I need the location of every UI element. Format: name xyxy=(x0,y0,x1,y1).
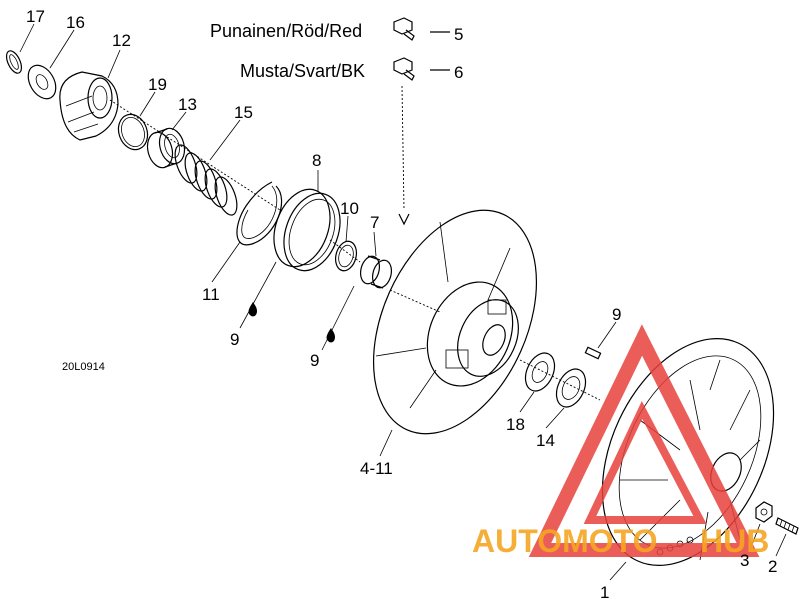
callout-13: 13 xyxy=(178,95,197,114)
callout-2: 2 xyxy=(768,557,777,576)
red-cap-icon xyxy=(393,17,415,41)
part-3-nut xyxy=(755,501,773,523)
part-17-ring xyxy=(5,50,23,74)
part-7-bushing xyxy=(359,255,393,289)
part-15-spring xyxy=(174,144,238,216)
part-2-screw xyxy=(775,517,799,535)
part-10-ring xyxy=(334,240,358,272)
callout-18: 18 xyxy=(506,415,525,434)
part-12-cam xyxy=(59,71,119,141)
callout-19: 19 xyxy=(148,75,167,94)
automotohub-watermark-logo xyxy=(528,324,760,557)
part-9-pin xyxy=(584,346,602,360)
oil-drop-icon xyxy=(326,328,335,343)
legend-red-number: 5 xyxy=(454,25,463,44)
callout-15: 15 xyxy=(234,103,253,122)
black-cap-icon xyxy=(393,57,415,81)
callout-10: 10 xyxy=(340,199,359,218)
part-8-band xyxy=(273,188,341,272)
callout-3: 3 xyxy=(740,551,749,570)
callout-12: 12 xyxy=(112,31,131,50)
legend-pointer-line xyxy=(401,85,405,211)
callout-9-middle: 9 xyxy=(310,351,319,370)
callout-8: 8 xyxy=(312,151,321,170)
watermark-text-left: AUTOMOTO xyxy=(472,523,657,559)
legend-black-number: 6 xyxy=(454,63,463,82)
legend-black-label: Musta/Svart/BK xyxy=(240,61,365,81)
part-16-washer xyxy=(27,64,57,100)
callout-9-right: 9 xyxy=(612,305,621,324)
assembly-axis xyxy=(109,99,601,401)
oil-drop-icon xyxy=(248,302,257,317)
callout-9-left: 9 xyxy=(230,330,239,349)
callout-11: 11 xyxy=(202,285,220,304)
callout-4-11: 4-11 xyxy=(360,459,393,478)
part-13-bushing xyxy=(146,127,186,169)
legend-red-label: Punainen/Röd/Red xyxy=(210,21,362,41)
callout-16: 16 xyxy=(66,13,85,32)
callout-1: 1 xyxy=(600,583,609,602)
leader-lines xyxy=(19,23,787,581)
callout-7: 7 xyxy=(370,213,379,232)
diagram-code: 20L0914 xyxy=(62,361,105,373)
callout-14: 14 xyxy=(536,431,555,450)
callout-17: 17 xyxy=(26,7,45,26)
part-18-washer xyxy=(524,352,556,392)
legend-pointer-arrow xyxy=(398,213,410,226)
part-14-washer xyxy=(555,368,587,408)
watermark-text-right: HUB xyxy=(700,523,769,559)
part-19-ring xyxy=(117,113,149,151)
part-11-snap-ring xyxy=(236,181,283,246)
part-4-11-sheave xyxy=(372,209,538,435)
